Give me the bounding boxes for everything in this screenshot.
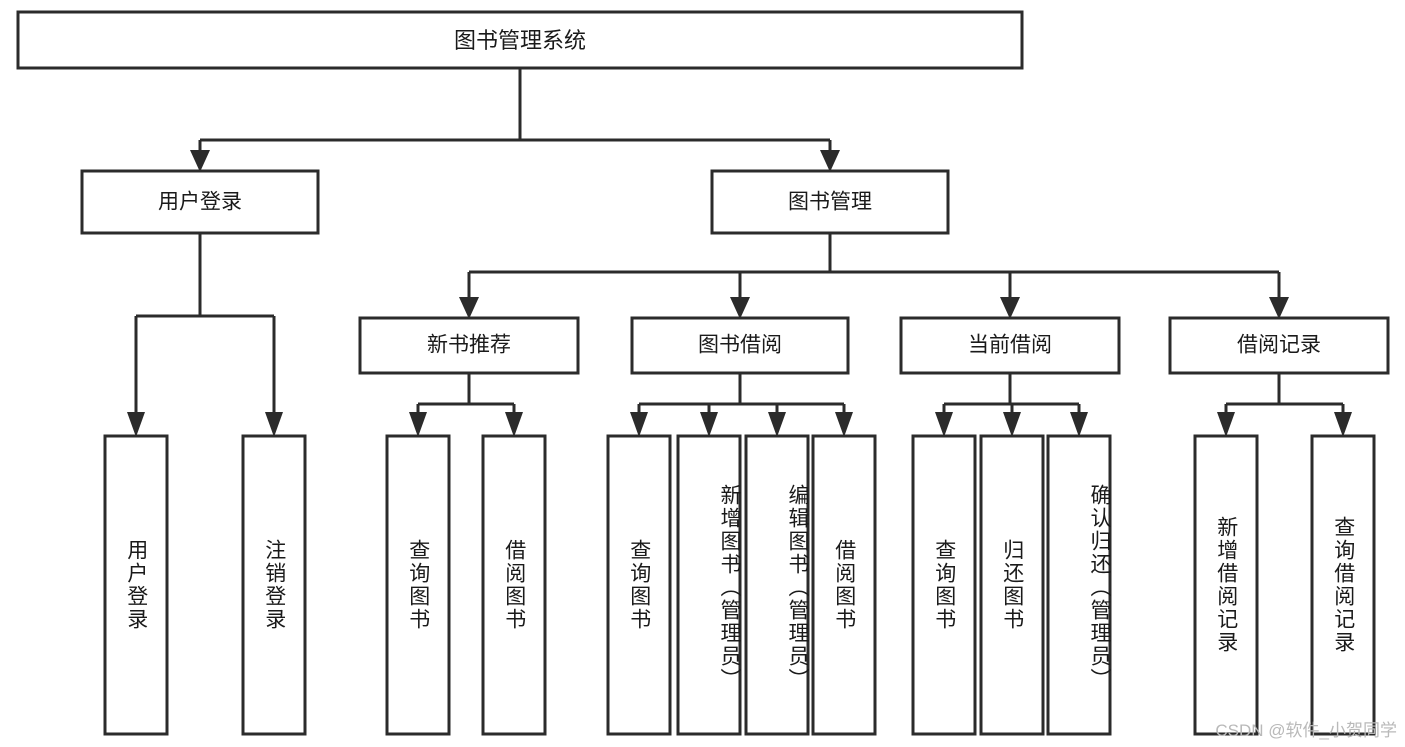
node-borrow-record-box[interactable]: [1168, 316, 1390, 375]
arrow-icon-user-login: [190, 150, 210, 172]
arrow-icon-leaf-return-book: [1003, 412, 1021, 437]
node-leaf-query-record-box[interactable]: [1310, 434, 1376, 736]
node-borrow-record[interactable]: 借阅记录: [1168, 316, 1390, 375]
node-root[interactable]: 图书管理系统: [16, 10, 1024, 70]
arrow-icon-leaf-query-book-3: [935, 412, 953, 437]
arrow-icon-borrow-record: [1269, 297, 1289, 319]
node-leaf-query-book-2-box[interactable]: [606, 434, 672, 736]
arrow-icon-book-borrow: [730, 297, 750, 319]
arrow-icon-book-manage: [820, 150, 840, 172]
node-leaf-query-book-1-box[interactable]: [385, 434, 451, 736]
leaf-node-layer: [103, 434, 1376, 736]
node-leaf-add-record-box[interactable]: [1193, 434, 1259, 736]
arrow-icon-current-borrow: [1000, 297, 1020, 319]
arrowhead-layer: [127, 150, 1352, 437]
node-current-borrow-box[interactable]: [899, 316, 1121, 375]
arrow-icon-leaf-user-logout: [265, 412, 283, 437]
node-leaf-edit-book-box[interactable]: [744, 434, 810, 736]
node-root-box[interactable]: [16, 10, 1024, 70]
node-user-login-label: 用户登录: [158, 191, 242, 214]
node-leaf-user-login-box[interactable]: [103, 434, 169, 736]
node-current-borrow-label: 当前借阅: [968, 334, 1052, 357]
arrow-icon-leaf-edit-book: [768, 412, 786, 437]
watermark-text: CSDN @软件_小贺同学: [1215, 721, 1397, 740]
node-new-book-rec[interactable]: 新书推荐: [358, 316, 580, 375]
node-book-borrow[interactable]: 图书借阅: [630, 316, 850, 375]
node-current-borrow[interactable]: 当前借阅: [899, 316, 1121, 375]
arrow-icon-leaf-borrow-book-2: [835, 412, 853, 437]
arrow-icon-leaf-add-record: [1217, 412, 1235, 437]
node-root-label: 图书管理系统: [454, 28, 586, 53]
arrow-icon-leaf-confirm-return: [1070, 412, 1088, 437]
node-borrow-record-label: 借阅记录: [1237, 334, 1321, 357]
node-leaf-return-book-box[interactable]: [979, 434, 1045, 736]
node-leaf-borrow-book-2-box[interactable]: [811, 434, 877, 736]
node-user-login-box[interactable]: [80, 169, 320, 235]
node-leaf-add-book-box[interactable]: [676, 434, 742, 736]
node-new-book-rec-box[interactable]: [358, 316, 580, 375]
node-leaf-confirm-return-box[interactable]: [1046, 434, 1112, 736]
arrow-icon-leaf-borrow-book-1: [505, 412, 523, 437]
node-book-borrow-label: 图书借阅: [698, 334, 782, 357]
arrow-icon-leaf-query-record: [1334, 412, 1352, 437]
node-book-manage[interactable]: 图书管理: [710, 169, 950, 235]
arrow-icon-leaf-query-book-1: [409, 412, 427, 437]
node-leaf-query-book-3-box[interactable]: [911, 434, 977, 736]
arrow-icon-new-book: [459, 297, 479, 319]
node-layer: 图书管理系统 用户登录 图书管理 新书推荐 图书借阅 当前: [16, 10, 1390, 736]
node-new-book-rec-label: 新书推荐: [427, 334, 511, 357]
node-book-manage-label: 图书管理: [788, 191, 872, 214]
node-leaf-borrow-book-1-box[interactable]: [481, 434, 547, 736]
node-leaf-user-logout-box[interactable]: [241, 434, 307, 736]
node-book-manage-box[interactable]: [710, 169, 950, 235]
arrow-icon-leaf-add-book: [700, 412, 718, 437]
arrow-icon-leaf-user-login: [127, 412, 145, 437]
node-book-borrow-box[interactable]: [630, 316, 850, 375]
arrow-icon-leaf-query-book-2: [630, 412, 648, 437]
node-user-login[interactable]: 用户登录: [80, 169, 320, 235]
